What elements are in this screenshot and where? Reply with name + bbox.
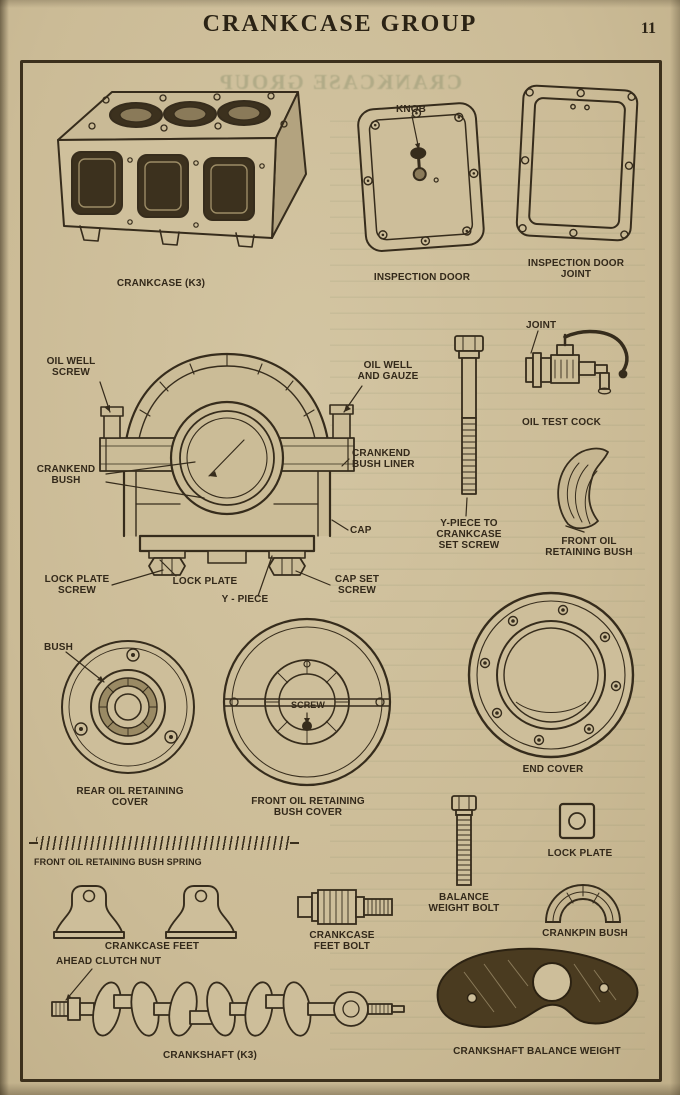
end-cover-illustration — [467, 591, 635, 759]
oil-well-and-gauze-label: OIL WELL AND GAUZE — [357, 360, 419, 382]
crankshaft-label: CRANKSHAFT (K3) — [163, 1050, 257, 1061]
crankpin-bush-illustration — [545, 884, 621, 923]
crankpin-bush-label: CRANKPIN BUSH — [542, 928, 628, 939]
ahead-clutch-nut-label: AHEAD CLUTCH NUT — [56, 956, 162, 967]
crankcase-feet-illustration — [53, 885, 237, 939]
crankcase-feet-bolt-illustration — [297, 889, 393, 925]
lock-plate-label: LOCK PLATE — [172, 576, 238, 587]
bush-label: BUSH — [44, 642, 73, 653]
lock-plate-screw-label: LOCK PLATE SCREW — [44, 574, 110, 596]
oil-well-screw-label: OIL WELL SCREW — [46, 356, 96, 378]
balance-weight-bolt-illustration — [451, 795, 477, 886]
end-cover-label: END COVER — [522, 764, 584, 775]
front-oil-retaining-bush-illustration — [557, 447, 609, 533]
crankend-bush-liner-label: CRANKEND BUSH LINER — [352, 448, 415, 470]
crankcase-feet-label: CRANKCASE FEET — [104, 941, 200, 952]
page-title: CRANKCASE GROUP — [202, 11, 478, 37]
y-piece-set-screw-label: Y-PIECE TO CRANKCASE SET SCREW — [436, 518, 502, 551]
crankshaft-illustration — [51, 981, 405, 1037]
crankcase-label: CRANKCASE (K3) — [116, 278, 206, 289]
cap-label: CAP — [350, 525, 372, 536]
y-piece-assembly-illustration — [99, 352, 355, 576]
oil-test-cock-illustration — [525, 329, 629, 395]
rear-oil-retaining-cover-label: REAR OIL RETAINING COVER — [76, 786, 184, 808]
set-screw-illustration — [454, 335, 484, 495]
inspection-door-label: INSPECTION DOOR — [373, 272, 471, 283]
rear-oil-retaining-cover-illustration — [61, 640, 195, 774]
knob-label: KNOB — [396, 104, 427, 115]
inspection-door-joint-label: INSPECTION DOOR JOINT — [527, 258, 625, 280]
y-piece-label: Y - PIECE — [221, 594, 269, 605]
oil-test-cock-label: OIL TEST COCK — [522, 417, 601, 428]
crankcase-feet-bolt-label: CRANKCASE FEET BOLT — [309, 930, 375, 952]
lock-plate-illustration — [558, 802, 596, 840]
crankcase-illustration — [57, 91, 307, 248]
front-oil-retaining-bush-cover-label: FRONT OIL RETAINING BUSH COVER — [251, 796, 365, 818]
crankshaft-balance-weight-label: CRANKSHAFT BALANCE WEIGHT — [453, 1046, 621, 1057]
crankshaft-balance-weight-illustration — [436, 947, 639, 1028]
front-oil-retaining-bush-spring-illustration — [29, 836, 299, 850]
balance-weight-bolt-label: BALANCE WEIGHT BOLT — [428, 892, 500, 914]
page-number: 11 — [640, 20, 656, 37]
screw-label: SCREW — [291, 700, 325, 710]
cap-set-screw-label: CAP SET SCREW — [334, 574, 380, 596]
lock-plate-small-label: LOCK PLATE — [547, 848, 613, 859]
inspection-door-joint-illustration — [515, 84, 639, 242]
crankend-bush-label: CRANKEND BUSH — [36, 464, 96, 486]
front-oil-retaining-bush-label: FRONT OIL RETAINING BUSH — [545, 536, 633, 558]
front-oil-retaining-bush-spring-label: FRONT OIL RETAINING BUSH SPRING — [34, 857, 202, 867]
joint-label: JOINT — [526, 320, 557, 331]
